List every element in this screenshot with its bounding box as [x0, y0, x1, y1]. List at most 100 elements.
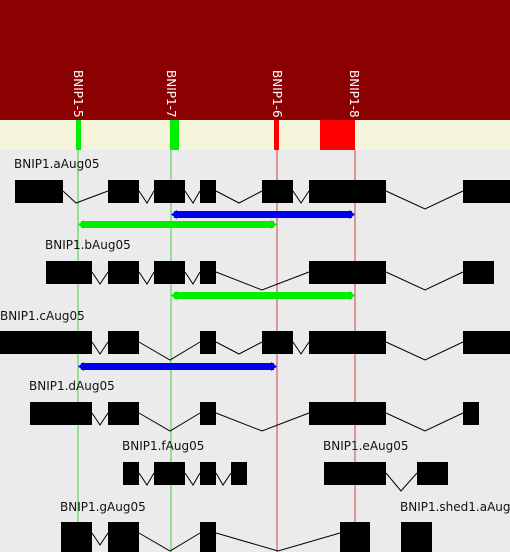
exon [463, 402, 479, 425]
transcript-label-c[interactable]: BNIP1.cAug05 [0, 309, 85, 323]
amplicon-arrow-left [78, 362, 84, 371]
exon [0, 331, 92, 354]
amplicon-green-b[interactable] [171, 291, 355, 300]
amplicon-blue-c[interactable] [78, 362, 277, 371]
exon [324, 462, 386, 485]
transcript-a[interactable]: BNIP1.aAug05 [14, 157, 510, 210]
amplicon-arrow-right [271, 362, 277, 371]
intron [184, 472, 201, 486]
exon [108, 522, 139, 552]
intron [91, 412, 109, 426]
primer-label-bnip1-8[interactable]: BNIP1-8 [347, 70, 361, 118]
intron [138, 472, 155, 486]
transcript-g[interactable]: BNIP1.gAug05 [60, 500, 370, 552]
primer-mark-bnip1-7[interactable] [170, 120, 179, 150]
exon [46, 261, 92, 284]
intron [385, 271, 464, 291]
intron [91, 341, 109, 355]
exon [262, 331, 293, 354]
exon [231, 462, 247, 485]
transcript-c[interactable]: BNIP1.cAug05 [0, 309, 510, 361]
intron [91, 532, 109, 546]
transcript-label-e[interactable]: BNIP1.eAug05 [323, 439, 409, 453]
primer-label-bnip1-5[interactable]: BNIP1-5 [71, 70, 85, 118]
exon [108, 331, 139, 354]
intron [138, 190, 155, 204]
exon [309, 180, 386, 203]
intron [292, 190, 310, 204]
amplicon-bar [81, 363, 274, 370]
transcript-label-g[interactable]: BNIP1.gAug05 [60, 500, 146, 514]
amplicon-arrow-right [271, 220, 277, 229]
intron [215, 271, 310, 291]
header-band [0, 0, 510, 120]
amplicon-arrow-right [349, 291, 355, 300]
exon [309, 261, 386, 284]
exon [108, 261, 139, 284]
intron [62, 190, 109, 204]
transcript-shed1-a[interactable]: BNIP1.shed1.aAug05 [400, 500, 510, 552]
amplicon-bar [81, 221, 274, 228]
amplicon-arrow-left [78, 220, 84, 229]
intron [385, 472, 418, 492]
transcript-e[interactable]: BNIP1.eAug05 [323, 439, 448, 492]
transcript-label-shed1-a[interactable]: BNIP1.shed1.aAug05 [400, 500, 510, 514]
exon [200, 462, 216, 485]
amplicon-green-a[interactable] [78, 220, 277, 229]
intron [215, 532, 341, 552]
primer-label-bnip1-6[interactable]: BNIP1-6 [270, 70, 284, 118]
exon [154, 462, 185, 485]
exon [463, 261, 494, 284]
transcript-label-a[interactable]: BNIP1.aAug05 [14, 157, 100, 171]
exon [154, 180, 185, 203]
intron [138, 271, 155, 285]
exon [200, 522, 216, 552]
transcript-b[interactable]: BNIP1.bAug05 [45, 238, 494, 291]
intron [138, 341, 201, 361]
intron [138, 412, 201, 432]
intron [184, 271, 201, 285]
transcript-f[interactable]: BNIP1.fAug05 [122, 439, 247, 486]
exon [15, 180, 63, 203]
exon [61, 522, 92, 552]
intron [91, 271, 109, 285]
amplicon-blue-a[interactable] [171, 210, 355, 219]
exon [30, 402, 92, 425]
intron [215, 190, 263, 204]
primer-strip [0, 120, 510, 150]
transcript-d[interactable]: BNIP1.dAug05 [29, 379, 479, 432]
intron [184, 190, 201, 204]
exon [262, 180, 293, 203]
exon [108, 180, 139, 203]
primer-mark-bnip1-5[interactable] [76, 120, 81, 150]
exon [200, 261, 216, 284]
exon [463, 180, 510, 203]
amplicon-bar [174, 211, 352, 218]
intron [385, 412, 464, 432]
primer-mark-bnip1-6[interactable] [274, 120, 279, 150]
intron [215, 412, 310, 432]
amplicon-bar [174, 292, 352, 299]
exon [123, 462, 139, 485]
exon [200, 402, 216, 425]
exon [200, 331, 216, 354]
primer-mark-bnip1-8[interactable] [320, 120, 355, 150]
amplicon-arrow-left [171, 291, 177, 300]
exon [154, 261, 185, 284]
exon [401, 522, 432, 552]
exon [340, 522, 370, 552]
exon [309, 331, 386, 354]
intron [215, 472, 232, 486]
exon [463, 331, 510, 354]
intron [292, 341, 310, 355]
transcript-label-d[interactable]: BNIP1.dAug05 [29, 379, 115, 393]
intron [138, 532, 201, 552]
primer-label-bnip1-7[interactable]: BNIP1-7 [164, 70, 178, 118]
intron [215, 341, 263, 355]
amplicon-arrow-left [171, 210, 177, 219]
transcript-label-b[interactable]: BNIP1.bAug05 [45, 238, 131, 252]
transcript-label-f[interactable]: BNIP1.fAug05 [122, 439, 204, 453]
exon [108, 402, 139, 425]
